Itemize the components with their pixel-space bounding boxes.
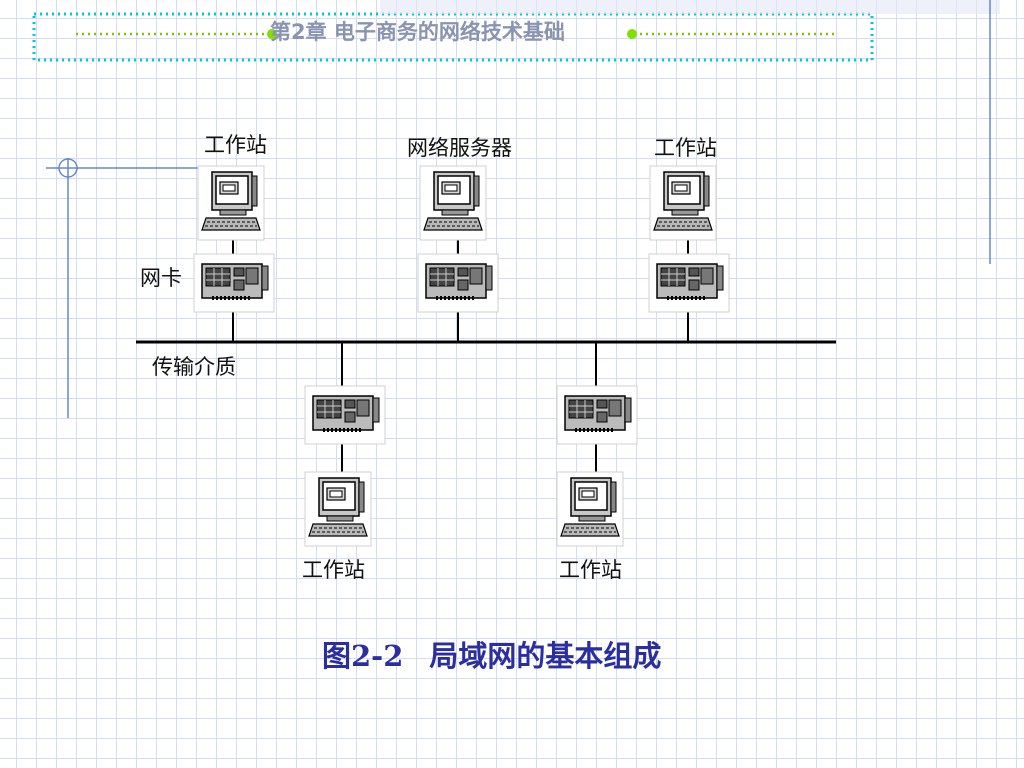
- computer-icon: [556, 471, 624, 547]
- label-workstation-top-left: 工作站: [204, 133, 267, 157]
- label-workstation-bottom-right: 工作站: [559, 558, 622, 582]
- header-frame: [32, 12, 874, 62]
- label-workstation-top-right: 工作站: [654, 136, 717, 160]
- computer-icon: [197, 165, 265, 241]
- computer-icon: [649, 165, 717, 241]
- label-workstation-bottom-left: 工作站: [302, 558, 365, 582]
- computer-icon: [419, 165, 487, 241]
- chapter-title: 第2章 电子商务的网络技术基础: [270, 20, 565, 44]
- network-card-icon: [647, 252, 731, 314]
- bullet-icon: [627, 29, 637, 39]
- network-card-icon: [555, 384, 639, 446]
- network-card-icon: [192, 252, 276, 314]
- figure-caption-text: 局域网的基本组成: [429, 639, 662, 673]
- bullet-icon: [267, 29, 277, 39]
- header-band: [380, 0, 1000, 14]
- label-server: 网络服务器: [407, 136, 512, 160]
- label-transmission-medium: 传输介质: [152, 355, 236, 379]
- figure-caption: 图2-2 局域网的基本组成: [322, 642, 661, 671]
- network-card-icon: [303, 384, 387, 446]
- network-card-icon: [416, 252, 500, 314]
- computer-icon: [304, 471, 372, 547]
- target-circle-icon: [58, 158, 78, 178]
- figure-number: 图2-2: [322, 639, 404, 673]
- label-nic: 网卡: [140, 266, 182, 290]
